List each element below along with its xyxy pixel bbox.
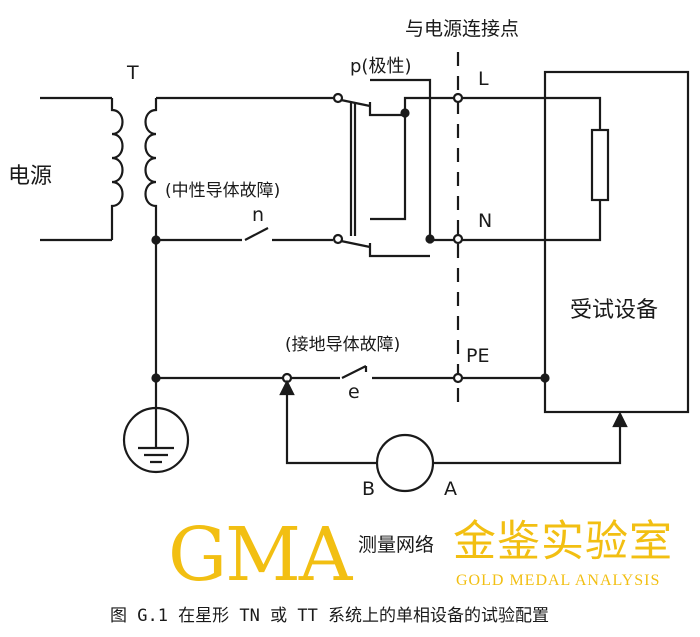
switch-p-label: p(极性)	[350, 56, 412, 77]
junction-dot	[151, 373, 161, 383]
power-source-label: 电源	[8, 164, 53, 189]
measuring-meter	[375, 433, 435, 493]
meter-A-label: A	[444, 478, 457, 500]
terminal-PE	[452, 372, 464, 384]
terminal-L	[452, 92, 464, 104]
arrow-icon	[279, 379, 628, 428]
terminal-PE-label: PE	[466, 345, 490, 367]
equipment-box	[543, 70, 690, 414]
switch-e	[341, 365, 368, 379]
measuring-network-label: 测量网络	[358, 534, 435, 556]
transformer-secondary-coil	[144, 98, 158, 240]
watermark-en: GOLD MEDAL ANALYSIS	[456, 572, 661, 589]
terminal-p-top	[332, 92, 344, 104]
switch-p-linkage	[349, 102, 357, 236]
connection-point-title: 与电源连接点	[405, 18, 520, 40]
earth-fault-label: (接地导体故障)	[285, 335, 401, 355]
measure-wire-left	[285, 382, 377, 465]
transformer-primary-coil	[110, 98, 124, 240]
junction-dot	[540, 373, 550, 383]
terminal-L-label: L	[478, 68, 489, 90]
watermark-logo: GMA	[168, 512, 352, 598]
figure-caption: 图 G.1 在星形 TN 或 TT 系统上的单相设备的试验配置	[110, 606, 550, 626]
junction-dot	[400, 108, 410, 118]
line-out	[458, 96, 602, 130]
switch-n-label: n	[252, 204, 265, 226]
terminal-N	[452, 233, 464, 245]
load-resistor	[590, 128, 610, 202]
measure-wire-right	[433, 414, 622, 465]
switch-p-cross	[370, 78, 458, 240]
terminal-p-bottom	[332, 233, 344, 245]
junction-dot	[151, 235, 161, 245]
ground-icon	[138, 408, 174, 464]
terminal-N-label: N	[478, 210, 493, 232]
transformer-label: T	[127, 62, 139, 84]
equipment-under-test-label: 受试设备	[570, 298, 659, 323]
meter-B-label: B	[362, 478, 376, 500]
switch-p-blade-bottom	[340, 239, 430, 258]
watermark-cn: 金鉴实验室	[453, 517, 673, 567]
switch-e-label: e	[348, 381, 360, 403]
switch-n	[244, 227, 269, 241]
neutral-fault-label: (中性导体故障)	[165, 181, 281, 201]
switch-p-blade-top	[340, 98, 405, 117]
neutral-out	[430, 200, 602, 242]
